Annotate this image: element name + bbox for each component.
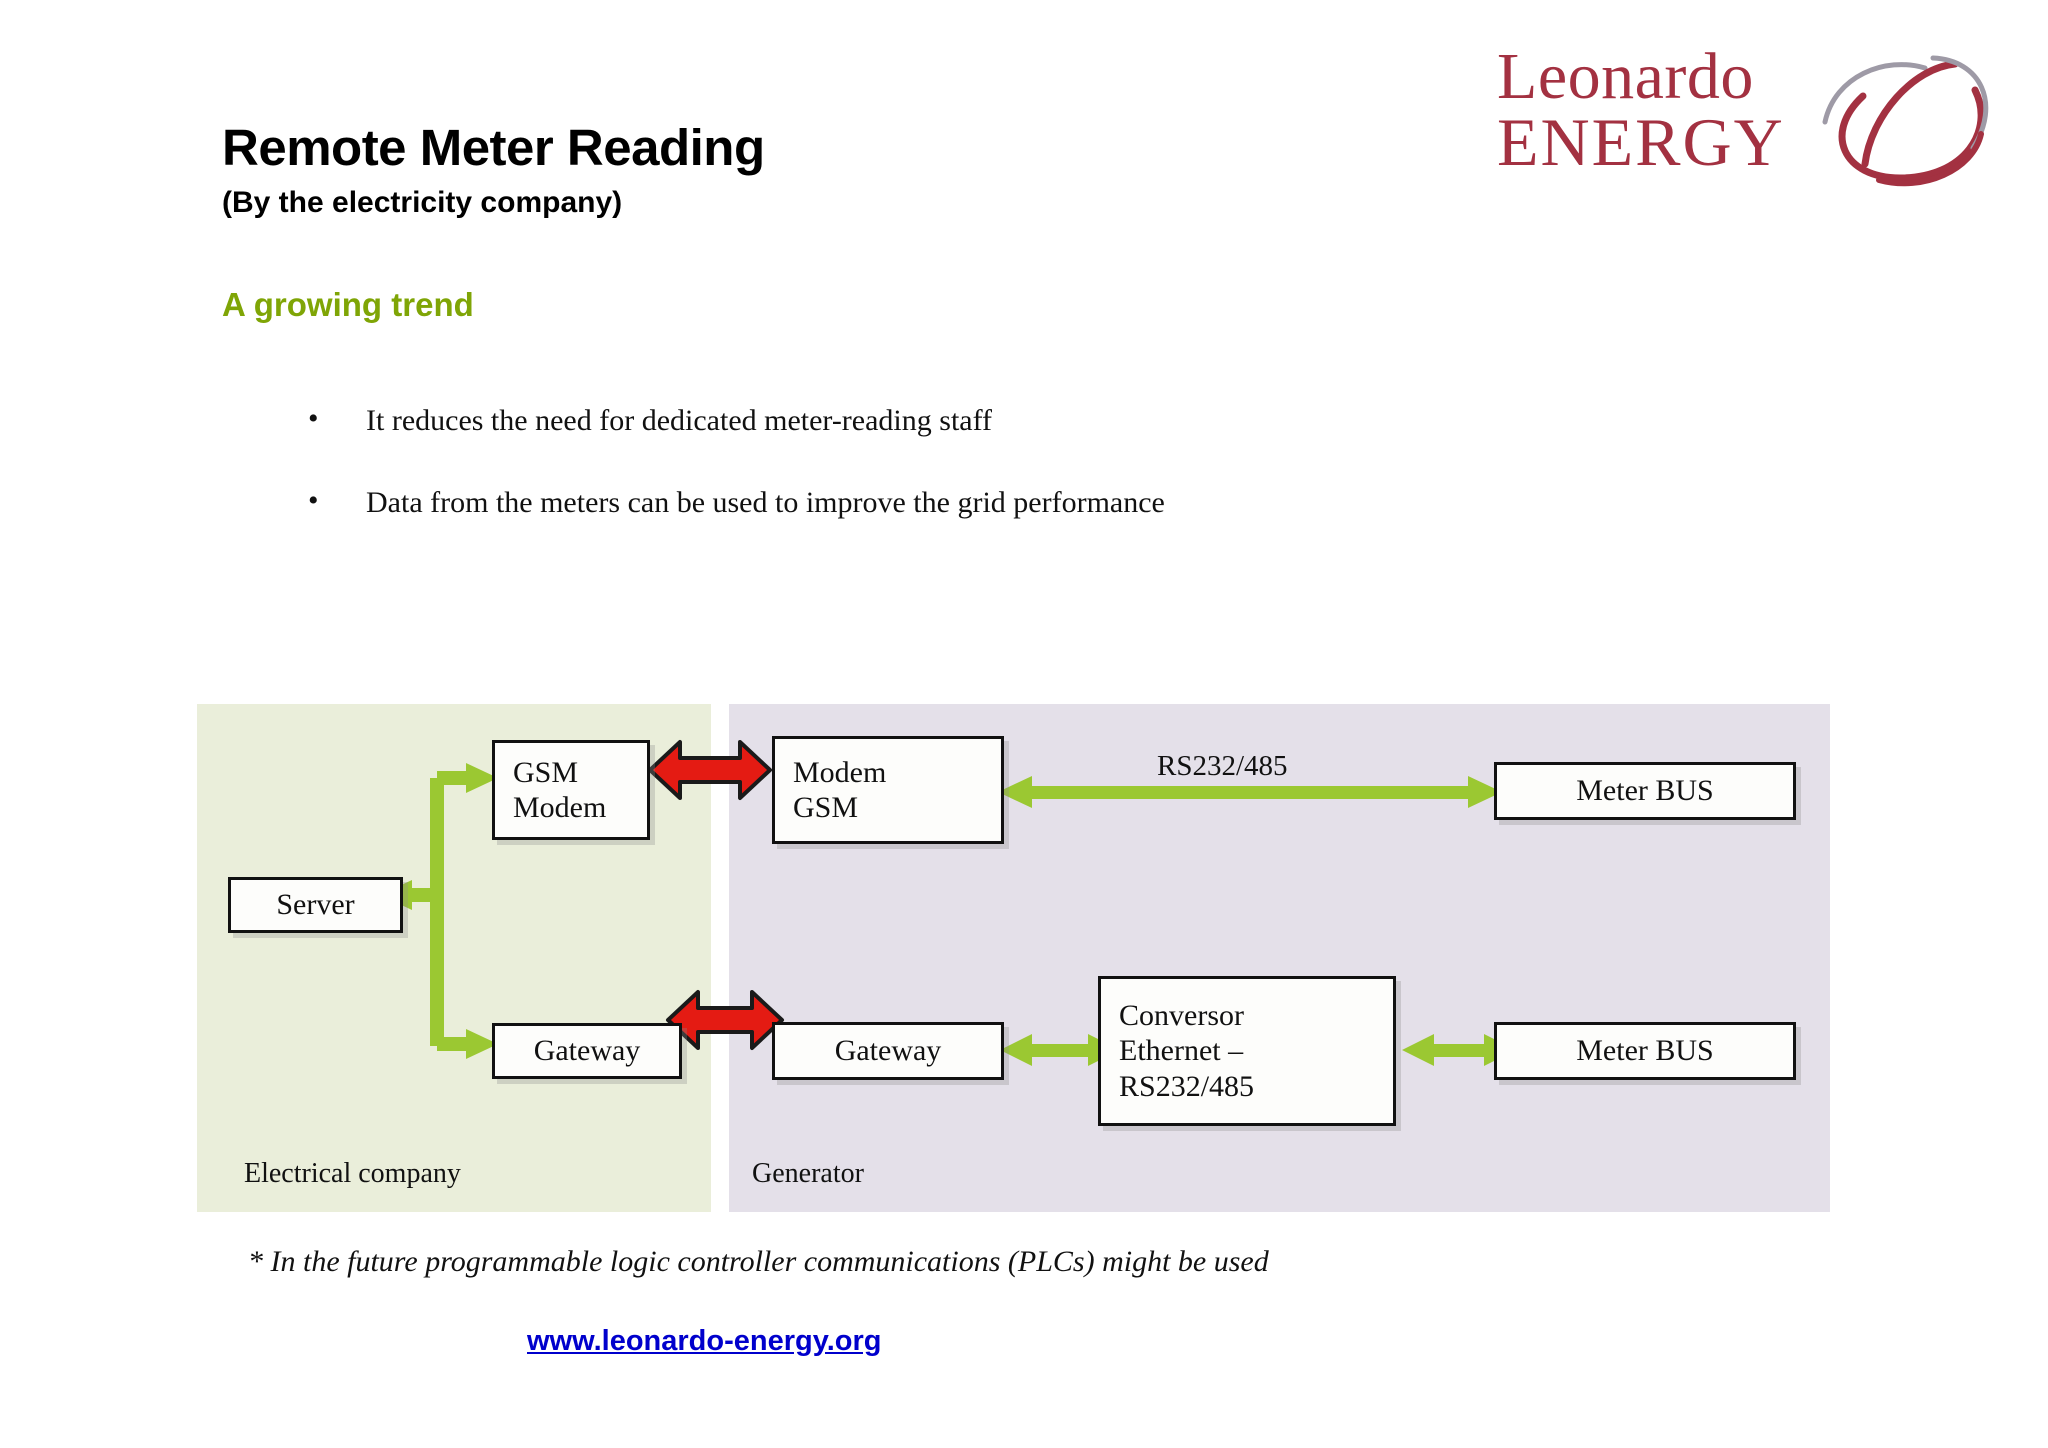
page-title: Remote Meter Reading [222,119,765,176]
node-gateway-left[interactable]: Gateway [492,1023,682,1079]
section-heading: A growing trend [222,286,474,323]
footnote-text: * In the future programmable logic contr… [248,1245,1269,1278]
node-server[interactable]: Server [228,877,403,933]
node-label: Gateway [834,1034,942,1068]
leonardo-energy-logo: Leonardo ENERGY [1485,38,2005,198]
website-link[interactable]: www.leonardo-energy.org [527,1325,882,1357]
node-label: Server [276,888,355,922]
bullet-text: Data from the meters can be used to impr… [366,486,1165,519]
logo-wordmark-energy: ENERGY [1497,104,1785,180]
node-label: Meter BUS [1576,774,1714,808]
node-gateway-right[interactable]: Gateway [772,1022,1004,1080]
atom-swirl-logo-mark [1822,55,1989,187]
bullet-text: It reduces the need for dedicated meter-… [366,404,993,437]
node-conversor[interactable]: Conversor Ethernet – RS232/485 [1098,976,1396,1126]
node-modem-gsm[interactable]: Modem GSM [772,736,1004,844]
node-label: GSM Modem [513,755,607,824]
page-subtitle: (By the electricity company) [222,186,623,219]
bullet-marker: • [308,402,319,435]
logo-wordmark-leonardo: Leonardo [1497,40,1754,113]
region-label-generator: Generator [752,1158,864,1189]
node-meter-bus-top[interactable]: Meter BUS [1494,762,1796,820]
bullet-marker: • [308,484,319,517]
edge-label-rs232-485: RS232/485 [1157,750,1288,782]
node-label: Conversor Ethernet – RS232/485 [1119,998,1255,1103]
node-meter-bus-bottom[interactable]: Meter BUS [1494,1022,1796,1080]
node-label: Meter BUS [1576,1034,1714,1068]
region-label-electrical-company: Electrical company [244,1158,461,1189]
node-label: Modem GSM [793,755,887,824]
node-label: Gateway [533,1034,641,1068]
node-gsm-modem[interactable]: GSM Modem [492,740,650,840]
